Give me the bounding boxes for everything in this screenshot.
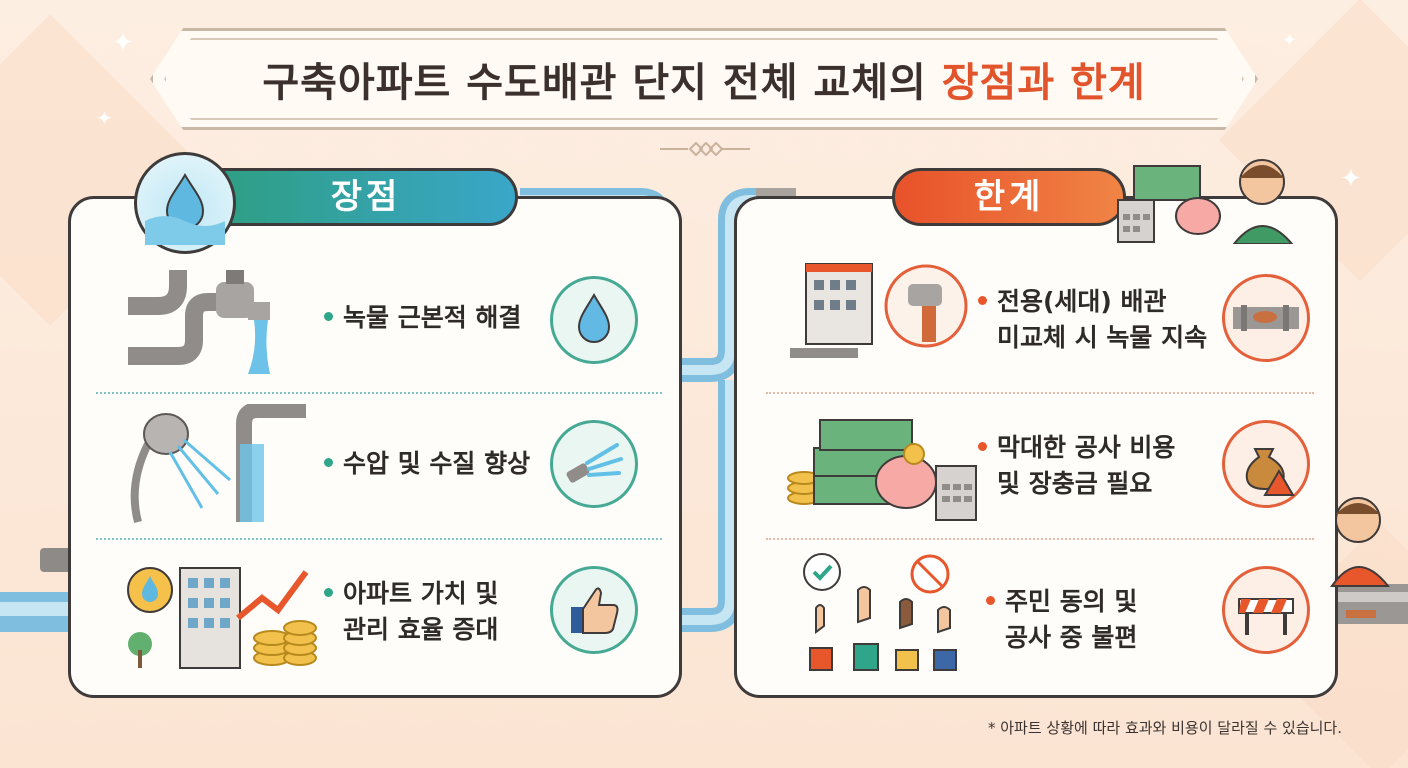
advantage-1-label: 녹물 근본적 해결 <box>343 303 522 332</box>
peeking-person-illustration <box>1330 497 1391 587</box>
section-divider <box>96 392 662 394</box>
limitation-1-text: 전용(세대) 배관 미교체 시 녹물 지속 <box>978 284 1207 356</box>
shower-faucet-illustration <box>130 404 306 524</box>
title-main: 구축아파트 수도배관 단지 전체 교체의 <box>262 60 942 106</box>
sparkle-icon: ✦ <box>96 106 113 130</box>
sparkle-icon: ✦ <box>112 28 134 58</box>
bullet <box>986 595 995 605</box>
advantage-3-line2: 관리 효율 증대 <box>343 615 499 644</box>
pipe-faucet-illustration <box>128 270 270 374</box>
limitation-3-line2: 공사 중 불편 <box>1005 623 1138 652</box>
advantage-2-text: 수압 및 수질 향상 <box>324 446 530 482</box>
title-accent: 장점과 한계 <box>941 60 1146 106</box>
section-divider <box>96 538 662 540</box>
thumbs-up-icon <box>550 566 638 654</box>
page-title: 구축아파트 수도배관 단지 전체 교체의 장점과 한계 <box>150 50 1258 108</box>
money-piggy-illustration <box>787 419 977 521</box>
advantage-2-label: 수압 및 수질 향상 <box>343 449 531 478</box>
resident-vote-illustration <box>803 553 957 671</box>
title-banner-border <box>164 38 1244 120</box>
limitation-1-line1: 전용(세대) 배관 <box>997 287 1167 316</box>
sparkle-icon: ✦ <box>1340 164 1362 194</box>
bullet <box>978 441 987 451</box>
bullet <box>324 311 333 321</box>
section-divider <box>766 392 1314 394</box>
water-spray-icon <box>550 420 638 508</box>
water-drop-icon <box>550 276 638 364</box>
limitation-2-line2: 및 장충금 필요 <box>997 469 1153 498</box>
footnote: * 아파트 상황에 따라 효과와 비용이 달라질 수 있습니다. <box>987 719 1342 737</box>
limitation-1-line2: 미교체 시 녹물 지속 <box>997 323 1208 352</box>
section-divider <box>766 538 1314 540</box>
advantage-3-line1: 아파트 가치 및 <box>343 579 499 608</box>
limitation-3-text: 주민 동의 및 공사 중 불편 <box>986 584 1137 656</box>
water-drop-icon <box>134 152 236 254</box>
bullet <box>978 295 987 305</box>
rusty-pipe-icon <box>1222 274 1310 362</box>
bullet <box>324 587 333 597</box>
advantages-label: 장점 <box>184 168 518 226</box>
limitation-2-text: 막대한 공사 비용 및 장충금 필요 <box>978 430 1175 502</box>
limitation-3-line1: 주민 동의 및 <box>1005 587 1138 616</box>
barrier-icon <box>1222 566 1310 654</box>
apartment-value-illustration <box>127 567 317 669</box>
sparkle-icon: ✦ <box>1282 30 1298 51</box>
right-outlet-pipe <box>1336 584 1408 624</box>
advantage-1-text: 녹물 근본적 해결 <box>324 300 521 336</box>
money-piggy-person-illustration <box>1117 159 1294 244</box>
title-banner <box>150 28 1258 130</box>
limitations-label: 한계 <box>892 168 1126 226</box>
advantage-3-text: 아파트 가치 및 관리 효율 증대 <box>324 576 498 648</box>
building-rust-illustration <box>790 263 968 358</box>
limitation-2-line1: 막대한 공사 비용 <box>997 433 1176 462</box>
bullet <box>324 457 333 467</box>
money-bag-warning-icon <box>1222 420 1310 508</box>
ornament-icon <box>660 142 750 156</box>
